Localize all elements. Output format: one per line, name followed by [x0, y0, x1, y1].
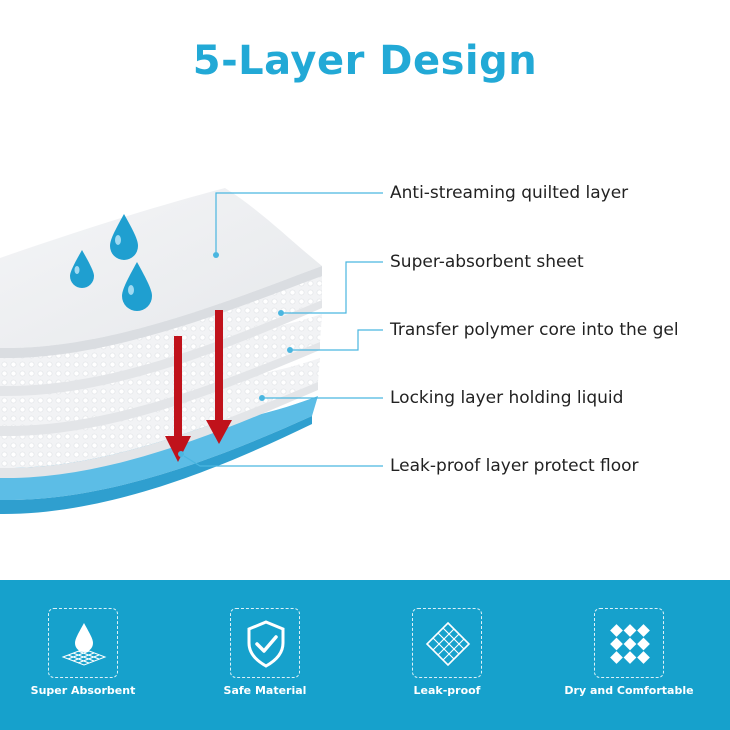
- water-drops: [70, 214, 152, 311]
- feature-label: Leak-proof: [413, 684, 481, 697]
- layer-diagram: [0, 188, 383, 515]
- layer-label-leak-proof: Leak-proof layer protect floor: [390, 456, 639, 476]
- layer-label-locking: Locking layer holding liquid: [390, 388, 624, 408]
- feature-label: Dry and Comfortable: [564, 684, 694, 697]
- diamond-dots-icon: [594, 608, 664, 678]
- feature-label: Safe Material: [223, 684, 307, 697]
- feature-label: Super Absorbent: [30, 684, 136, 697]
- feature-super-absorbent: Super Absorbent: [8, 580, 158, 730]
- page-title: 5-Layer Design: [192, 38, 538, 84]
- mesh-grid-icon: [412, 608, 482, 678]
- layer-label-quilted: Anti-streaming quilted layer: [390, 183, 629, 203]
- feature-dry-comfortable: Dry and Comfortable: [554, 580, 704, 730]
- feature-leak-proof: Leak-proof: [372, 580, 522, 730]
- shield-check-icon: [230, 608, 300, 678]
- water-drop-pad-icon: [48, 608, 118, 678]
- absorption-arrows: [165, 310, 232, 462]
- leader-lines: [178, 192, 383, 467]
- layer-label-transfer-core: Transfer polymer core into the gel: [390, 320, 679, 340]
- feature-safe-material: Safe Material: [190, 580, 340, 730]
- quilted-top-layer: [0, 188, 322, 349]
- feature-band: Super Absorbent Safe Material: [0, 580, 730, 730]
- layer-label-super-absorbent: Super-absorbent sheet: [390, 252, 584, 272]
